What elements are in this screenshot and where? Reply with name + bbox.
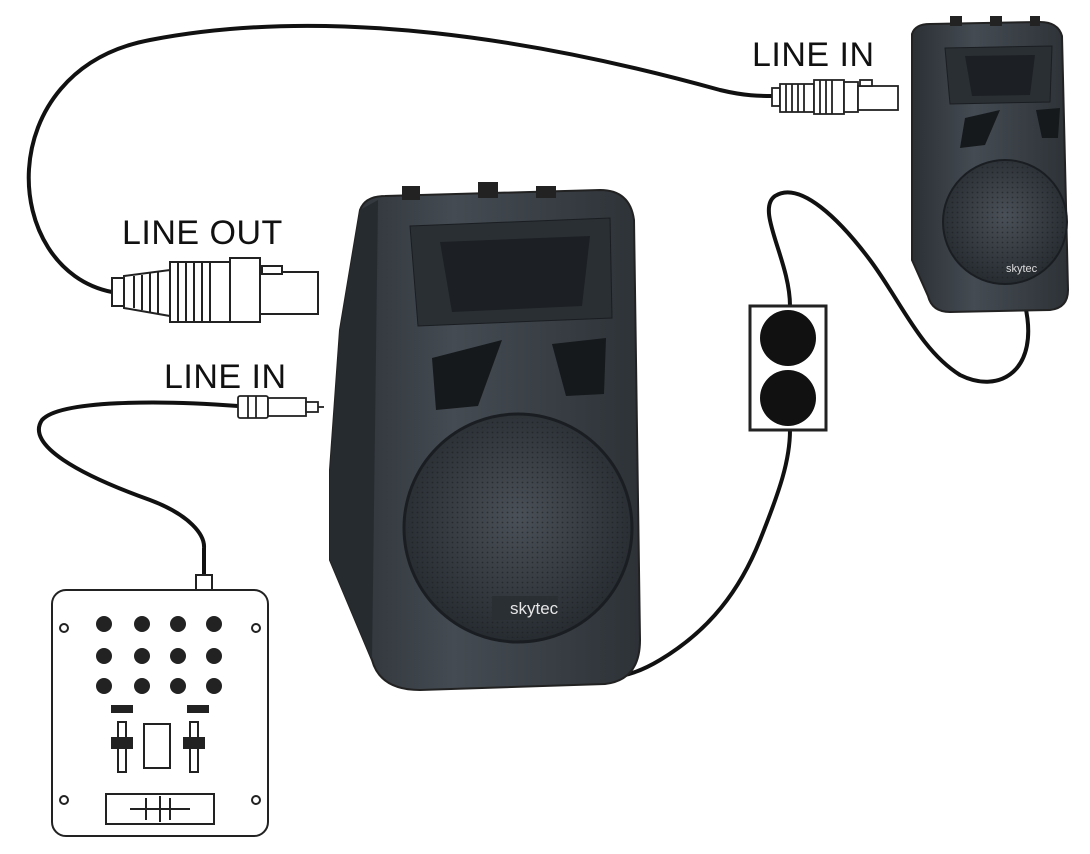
rca-connector-icon: [237, 395, 324, 419]
cable-mixer-to-line-in: [37, 400, 239, 549]
power-outlet-icon: [748, 304, 828, 432]
xlr-connector-icon: [111, 257, 319, 323]
xlr-connector-icon-top: [771, 79, 899, 115]
cable-line-out-to-line-in: [26, 23, 773, 294]
brand-main-speaker: skytec: [510, 599, 559, 618]
label-line-in-top: LINE IN: [752, 36, 875, 74]
brand-small-speaker: skytec: [1006, 263, 1038, 275]
label-line-out: LINE OUT: [122, 214, 283, 252]
label-line-in-mid: LINE IN: [164, 358, 287, 396]
speaker-icon-small: [911, 16, 1070, 314]
speaker-icon-main: [329, 182, 642, 692]
mixer-icon: [51, 574, 269, 837]
power-cable-small: [766, 190, 1031, 384]
mixer-knobs: [96, 616, 222, 694]
